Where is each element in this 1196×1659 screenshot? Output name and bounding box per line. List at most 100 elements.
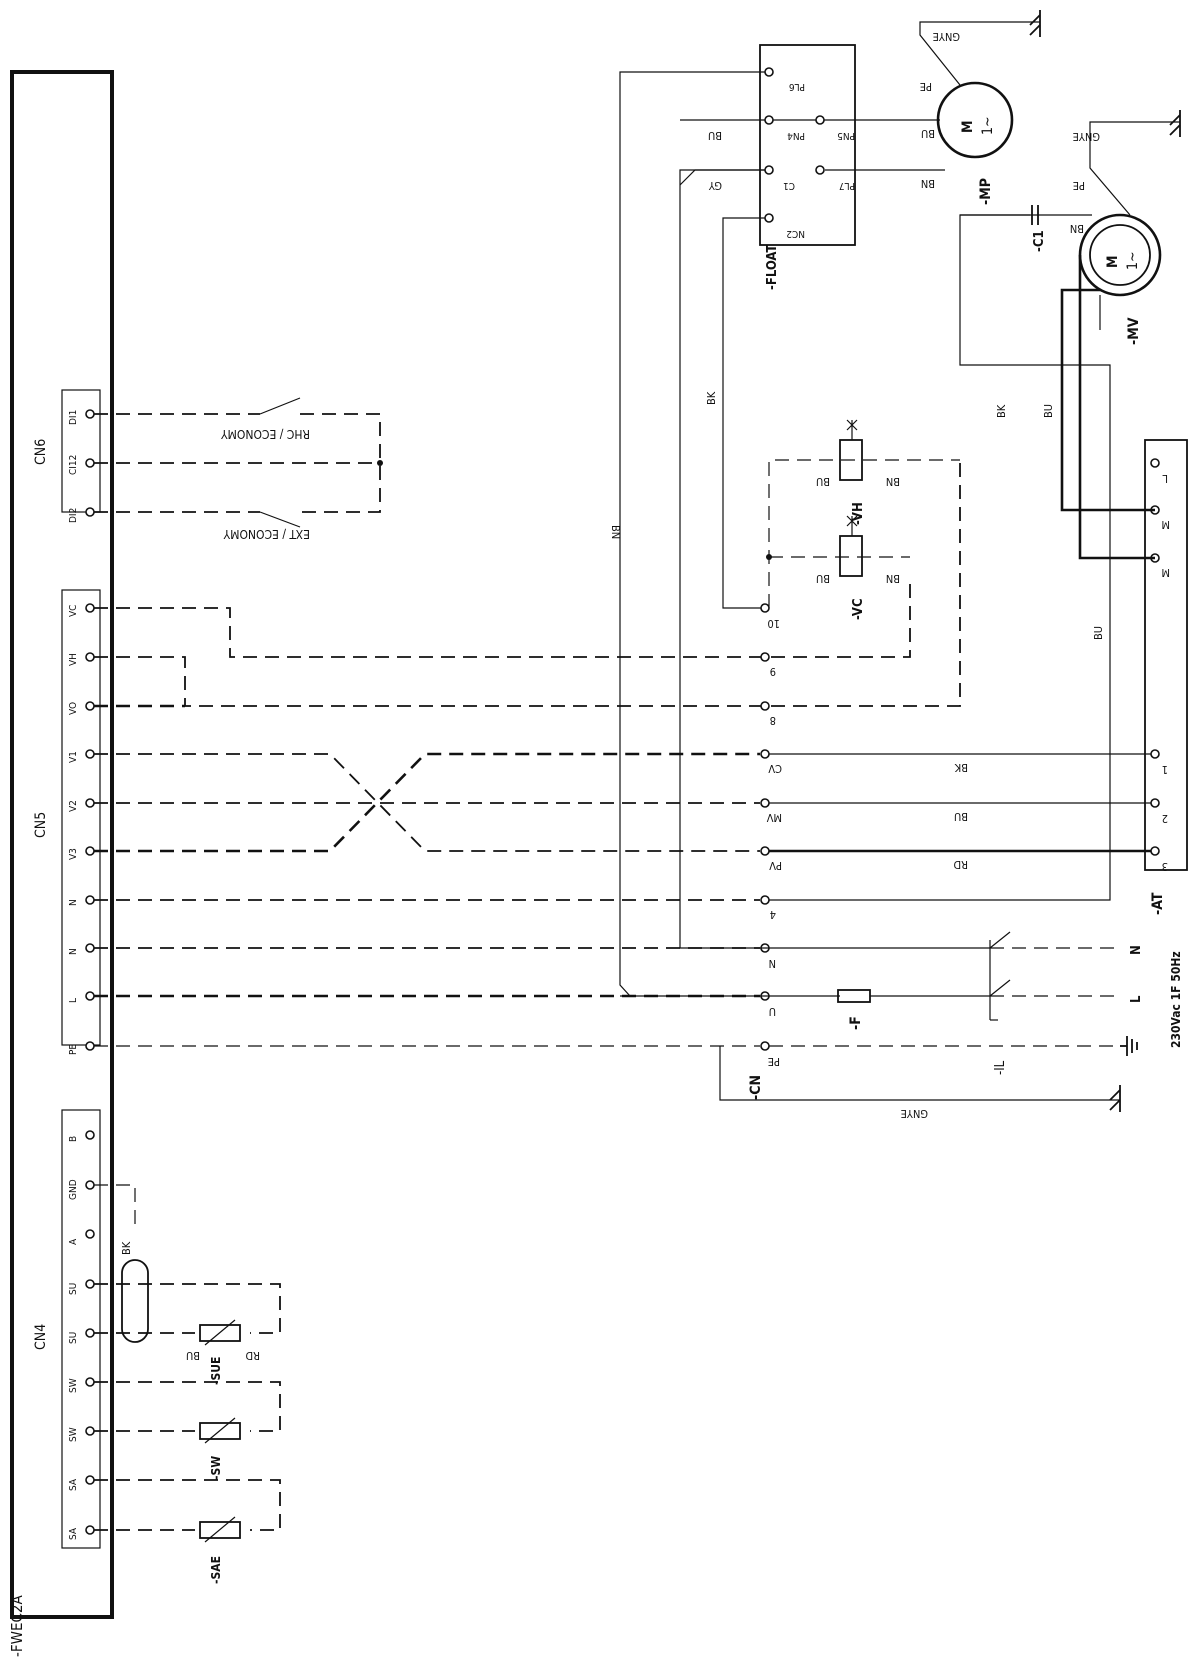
connector-cn6-label: CN6 — [33, 439, 49, 465]
pin-n-1: N — [68, 899, 79, 906]
connector-cn5-label: CN5 — [33, 812, 49, 838]
float-pin-pl6: PL6 — [789, 81, 805, 92]
wire-gy-float: GY — [708, 179, 722, 192]
terminal-a — [85, 1229, 95, 1239]
supply-l: L — [1129, 995, 1144, 1003]
float-pin-pl7: PL7 — [839, 180, 855, 191]
terminal-b — [85, 1130, 95, 1140]
fan-motor-label: -MV — [1126, 317, 1142, 345]
pin-b: B — [68, 1136, 79, 1142]
fuse-icon — [837, 989, 871, 1003]
pump-motor-phase: 1~ — [980, 116, 996, 135]
cn-term-9: 9 — [770, 665, 776, 678]
connector-cn6 — [61, 389, 101, 513]
float-pin-c1: C1 — [783, 180, 795, 191]
at-term-3: 3 — [1162, 860, 1168, 873]
capacitor-icon — [960, 205, 1039, 225]
terminal-vh — [85, 652, 95, 662]
control-board — [10, 70, 114, 1619]
sensor-sae-label: -SAE — [209, 1556, 223, 1584]
wire-bu-float: BU — [708, 129, 722, 142]
terminal-su1 — [85, 1279, 95, 1289]
terminal-di2 — [85, 507, 95, 517]
wire-bn-vh: BN — [886, 475, 900, 488]
wire-bn-mp: BN — [921, 177, 935, 190]
at-term-l: L — [1162, 472, 1168, 485]
wire-bu-sue: BU — [186, 1349, 200, 1362]
fan-motor-wiring — [1020, 121, 1180, 560]
earth-icon-bottom — [1109, 1085, 1121, 1112]
terminal-pe — [85, 1041, 95, 1051]
wire-pe-mp: PE — [920, 80, 932, 93]
float-pin-nc2: NC2 — [786, 228, 805, 239]
supply-n: N — [1129, 945, 1144, 955]
pin-sw-2: SW — [68, 1427, 79, 1442]
terminal-sw2 — [85, 1426, 95, 1436]
cn4-wiring — [94, 1184, 281, 1531]
fan-motor-symbol: M — [1105, 255, 1121, 268]
cn-term-cv: CV — [768, 762, 782, 775]
cn-term-4: 4 — [770, 908, 776, 921]
wire-bu-vc: BU — [816, 572, 830, 585]
wire-bn-mv: BN — [1070, 222, 1084, 235]
terminal-gnd — [85, 1180, 95, 1190]
pin-gnd: GND — [68, 1179, 79, 1200]
cn5-wiring — [94, 460, 961, 1047]
wire-bu-vh: BU — [816, 475, 830, 488]
terminal-su2 — [85, 1328, 95, 1338]
wire-bu-mid: BU — [1092, 626, 1105, 640]
wire-bu-mp: BU — [921, 127, 935, 140]
pin-a: A — [68, 1238, 79, 1245]
main-switch-label: -IL — [993, 1060, 1008, 1075]
pin-sa-2: SA — [68, 1527, 79, 1540]
earth-gnye-bottom: GNYE — [901, 1107, 928, 1120]
sensor-sue-label: -SUE — [209, 1357, 223, 1385]
cn-term-8: 8 — [770, 714, 776, 727]
sensor-sw-icon — [199, 1417, 241, 1444]
supply-voltage: 230Vac 1F 50Hz — [1169, 951, 1183, 1048]
wire-rd-pv: RD — [953, 858, 968, 871]
pin-sw-1: SW — [68, 1378, 79, 1393]
terminal-n2 — [85, 943, 95, 953]
pump-motor-icon — [936, 81, 1014, 159]
terminal-block-cn — [760, 603, 770, 1051]
terminal-vo — [85, 701, 95, 711]
wire-bk-mv: BK — [995, 404, 1008, 418]
at-term-1: 1 — [1162, 763, 1168, 776]
cn-term-u: U — [769, 1005, 776, 1018]
pin-v3: V3 — [68, 848, 79, 860]
pin-ci12: CI12 — [68, 455, 79, 475]
terminal-sa2 — [85, 1525, 95, 1535]
at-term-m2: M — [1161, 566, 1170, 579]
valve-vc-label: -VC — [851, 598, 866, 620]
contact-rhc-economy: RHC / ECONOMY — [221, 427, 310, 441]
pin-l: L — [68, 998, 79, 1003]
thermostat-label: -AT — [1150, 892, 1166, 915]
pin-su-2: SU — [68, 1332, 79, 1344]
wire-bk-float: BK — [705, 391, 718, 405]
float-pin-pn5: PN5 — [837, 130, 855, 141]
float-wiring — [679, 119, 765, 609]
contact-ext-economy: EXT / ECONOMY — [223, 527, 310, 541]
pin-vo: VO — [68, 702, 79, 715]
terminal-sw1 — [85, 1377, 95, 1387]
pin-pe: PE — [68, 1044, 79, 1055]
terminal-ci12 — [85, 458, 95, 468]
cn-term-mv: MV — [766, 811, 782, 824]
thermostat-box — [1144, 439, 1188, 871]
pe-earth-wire — [719, 1046, 1120, 1101]
cn-term-pe: PE — [768, 1055, 780, 1068]
board-label: -FWEC2A — [8, 1594, 26, 1657]
pin-sa-1: SA — [68, 1478, 79, 1491]
pin-su-1: SU — [68, 1283, 79, 1295]
earth-icon-supply — [1120, 1036, 1138, 1056]
terminal-v3 — [85, 846, 95, 856]
pump-motor-wiring — [773, 21, 1040, 171]
earth-icon-mp — [1029, 10, 1041, 37]
float-switch-box — [759, 44, 856, 246]
wire-bk-cv: BK — [954, 761, 968, 774]
pin-vc: VC — [68, 605, 79, 617]
valve-vc-icon — [766, 515, 910, 577]
main-switch-icon — [989, 931, 1011, 1021]
